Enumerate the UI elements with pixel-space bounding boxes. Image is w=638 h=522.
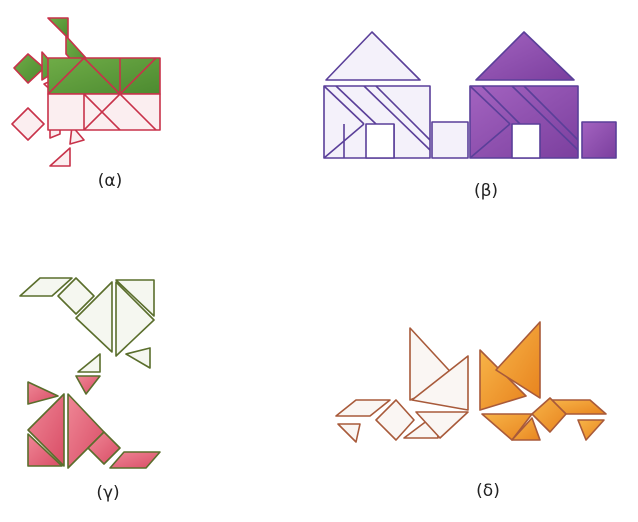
gamma-para-top xyxy=(19,277,73,297)
beta-right-line-5 xyxy=(523,85,579,141)
gamma-big-tri-4 xyxy=(27,393,65,467)
delta-tri-bottom-2 xyxy=(511,417,541,441)
beta-right-roof xyxy=(475,31,575,81)
panel-beta xyxy=(323,31,617,159)
gamma-square-bottom xyxy=(87,431,121,465)
delta-tri-mid-2 xyxy=(415,411,469,439)
alpha-tri-bottom xyxy=(49,147,71,167)
delta-square-right xyxy=(531,397,567,433)
beta-right-square xyxy=(581,121,617,159)
gamma-para-bottom xyxy=(109,451,161,469)
panel-delta-label: (δ) xyxy=(476,481,500,501)
alpha-tri-top xyxy=(47,17,69,39)
gamma-tri-left xyxy=(27,381,59,405)
beta-left-door xyxy=(365,123,395,159)
beta-left-roof xyxy=(325,31,421,81)
gamma-small-tri-top xyxy=(125,347,151,369)
delta-tri-left xyxy=(337,423,361,443)
gamma-big-tri-3 xyxy=(115,281,155,357)
beta-left-line-1 xyxy=(323,85,365,125)
gamma-big-tri-2 xyxy=(115,279,155,317)
delta-big-tri-2 xyxy=(411,355,469,411)
gamma-tri-bottom-left xyxy=(27,433,63,467)
beta-right-line-1 xyxy=(469,85,511,125)
delta-tri-bottom xyxy=(481,413,533,441)
gamma-big-tri-5 xyxy=(67,393,105,469)
alpha-rect-bottom xyxy=(47,93,161,131)
panel-beta-label: (β) xyxy=(474,181,498,201)
beta-right-line-3 xyxy=(481,85,521,125)
beta-right-door xyxy=(511,123,541,159)
gamma-square-top xyxy=(57,277,95,315)
panel-gamma-label: (γ) xyxy=(96,483,119,503)
panel-alpha xyxy=(11,17,161,167)
beta-left-line-4 xyxy=(363,85,431,151)
delta-square-left xyxy=(375,399,415,441)
panel-gamma xyxy=(19,277,161,469)
delta-para-left xyxy=(335,399,391,417)
panel-delta xyxy=(335,321,607,443)
gamma-big-tri-1 xyxy=(75,281,113,353)
alpha-rect-line-7 xyxy=(119,93,157,131)
beta-left-line-3 xyxy=(335,85,377,125)
alpha-rect-line-3 xyxy=(119,57,157,95)
alpha-square-green xyxy=(13,53,45,84)
beta-left-line-5 xyxy=(375,85,431,141)
beta-right-body xyxy=(469,85,579,159)
alpha-rect-top xyxy=(47,57,161,95)
beta-left-body xyxy=(323,85,431,159)
alpha-rect-line-6 xyxy=(83,93,121,131)
alpha-rect-line-2 xyxy=(83,57,121,95)
panel-alpha-label: (α) xyxy=(98,171,122,191)
beta-right-line-2 xyxy=(469,123,511,159)
alpha-square-white xyxy=(11,107,45,141)
delta-tri-right xyxy=(577,419,605,441)
gamma-small-tri-white xyxy=(77,353,101,373)
beta-right-line-4 xyxy=(511,85,579,151)
delta-big-tri-4 xyxy=(495,321,541,399)
alpha-rect-line-1 xyxy=(47,57,85,95)
beta-mid-square xyxy=(431,121,469,159)
gamma-small-tri-pink xyxy=(75,375,101,395)
